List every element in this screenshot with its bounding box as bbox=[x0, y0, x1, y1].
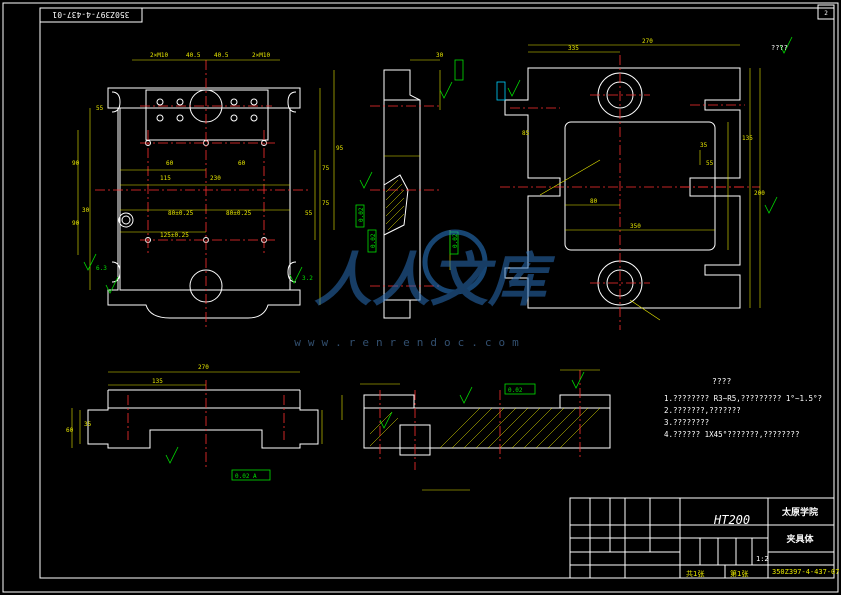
watermark-url: www.renrendoc.com bbox=[294, 336, 526, 349]
dim-front-side-3: 30 bbox=[82, 207, 90, 214]
dim-front-mid-0: 60 bbox=[166, 160, 174, 167]
dim-front-side-2: 90 bbox=[72, 220, 80, 227]
tol-bottom: 0.02 A bbox=[235, 473, 257, 480]
watermark: 人人文库 www.renrendoc.com bbox=[294, 229, 556, 349]
dim-bottom-0: 270 bbox=[198, 364, 209, 371]
dim-front-lower-2: 125±0.25 bbox=[160, 232, 189, 239]
dim-top-2: 135 bbox=[742, 135, 753, 142]
drawing-number-box: 350Z397-4-437-01 bbox=[39, 7, 143, 23]
section-view: 0.02 bbox=[341, 369, 611, 491]
sheet-no: 第1张 bbox=[730, 569, 748, 578]
dim-front-side-4: 75 bbox=[322, 165, 330, 172]
sheet-mark: 2 bbox=[824, 10, 828, 17]
dim-front-lower-0: 80±0.25 bbox=[168, 210, 194, 217]
drawing-number-block: 350Z397-4-437-07 bbox=[772, 568, 839, 576]
dim-top-0: 335 bbox=[568, 45, 579, 52]
dim-front-top-0: 2×M10 bbox=[150, 52, 168, 59]
technical-requirements: ???? 1.???????? R3~R5,????????? 1°~1.5°?… bbox=[664, 377, 822, 439]
roughness-front-0: 6.3 bbox=[96, 265, 107, 272]
title-block: HT200 太原学院 夹具体 1:2 350Z397-4-437-07 共1张 … bbox=[569, 497, 839, 579]
tech-req-line-3: 4.?????? 1X45°???????,???????? bbox=[664, 430, 799, 439]
roughness-front-1: 3.2 bbox=[302, 275, 313, 282]
tol-section: 0.02 bbox=[508, 387, 523, 394]
dim-top-8: 85 bbox=[522, 130, 530, 137]
dim-bottom-1: 135 bbox=[152, 378, 163, 385]
dim-side-0: 30 bbox=[436, 52, 444, 59]
dim-front-lower-1: 80±0.25 bbox=[226, 210, 252, 217]
tech-req-line-1: 2.???????,??????? bbox=[664, 406, 741, 415]
side-view: 30 0.02 0.02 0.02 bbox=[355, 52, 464, 319]
dim-front-side-1: 90 bbox=[72, 160, 80, 167]
dim-front-side-0: 55 bbox=[96, 105, 104, 112]
sheet-total: 共1张 bbox=[686, 569, 704, 578]
dim-front-top-1: 40.5 bbox=[186, 52, 201, 59]
dim-bottom-3: 35 bbox=[84, 421, 92, 428]
tol-side-1: 0.02 bbox=[370, 233, 377, 248]
watermark-text: 人人文库 bbox=[314, 246, 556, 314]
dim-top-4: 200 bbox=[754, 190, 765, 197]
tol-side-0: 0.02 bbox=[358, 207, 365, 222]
dim-front-side-7: 95 bbox=[336, 145, 344, 152]
dim-top-5: 80 bbox=[590, 198, 598, 205]
dim-front-mid-3: 230 bbox=[210, 175, 221, 182]
school-name: 太原学院 bbox=[781, 506, 818, 518]
front-view: 2×M10 40.5 40.5 2×M10 60 60 115 230 80±0… bbox=[72, 52, 344, 330]
dim-front-side-6: 55 bbox=[305, 210, 313, 217]
sheet-mark-box: 2 bbox=[817, 4, 835, 20]
roughness-other: ???? bbox=[771, 44, 788, 52]
material: HT200 bbox=[713, 513, 750, 527]
bottom-view: 270 135 60 35 0.02 A bbox=[66, 364, 323, 481]
tech-req-line-2: 3.???????? bbox=[664, 418, 709, 427]
tol-side-2: 0.02 bbox=[452, 233, 459, 248]
dim-front-top-2: 40.5 bbox=[214, 52, 229, 59]
drawing-number-top: 350Z397-4-437-01 bbox=[52, 10, 129, 19]
dim-top-1: 270 bbox=[642, 38, 653, 45]
dim-top-7: 55 bbox=[706, 160, 714, 167]
dim-front-side-5: 75 bbox=[322, 200, 330, 207]
tech-req-title: ???? bbox=[712, 377, 731, 386]
dim-front-top-3: 2×M10 bbox=[252, 52, 270, 59]
dim-top-3: 35 bbox=[700, 142, 708, 149]
dim-front-mid-2: 115 bbox=[160, 175, 171, 182]
scale: 1:2 bbox=[756, 555, 769, 563]
dim-bottom-2: 60 bbox=[66, 427, 74, 434]
inner-frame bbox=[39, 7, 835, 579]
dim-front-mid-1: 60 bbox=[238, 160, 246, 167]
top-view: 335 270 135 35 200 80 350 55 85 ???? bbox=[496, 36, 793, 330]
part-name: 夹具体 bbox=[786, 533, 814, 545]
tech-req-line-0: 1.???????? R3~R5,????????? 1°~1.5°? bbox=[664, 394, 822, 403]
dim-top-6: 350 bbox=[630, 223, 641, 230]
